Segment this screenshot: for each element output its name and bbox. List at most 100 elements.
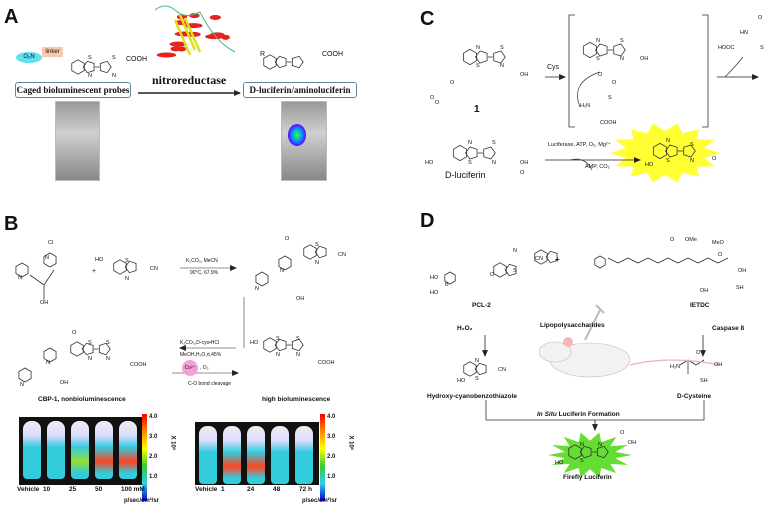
atom-label: CN	[338, 252, 346, 258]
thiazole-ring	[83, 61, 94, 72]
benzo-ring	[71, 342, 83, 356]
atom-label: S	[125, 258, 129, 264]
thiazole-ring	[596, 44, 608, 56]
pyridine-ring	[256, 272, 268, 286]
atom-label: S	[112, 55, 116, 61]
sample-label: 50	[95, 486, 102, 493]
atom-label: HO	[457, 378, 465, 384]
thiazole-ring	[275, 56, 286, 67]
benzo-ring	[453, 145, 466, 160]
arrow-head	[230, 266, 236, 271]
thiazoline-ring	[614, 44, 626, 56]
atom-label: S	[468, 160, 472, 166]
byproducts-label: AMP, CO₂	[585, 164, 610, 170]
atom-label: N	[315, 260, 319, 266]
atom-label: OH	[520, 72, 528, 78]
atom-label: O	[450, 80, 454, 86]
atom-label: HO	[250, 340, 258, 346]
sample-label: 48	[273, 486, 280, 493]
cooh-label: COOH	[322, 51, 343, 58]
atom-label: CN	[150, 266, 158, 272]
nitroreductase-label: nitroreductase	[152, 73, 226, 88]
atom-label: N	[106, 356, 110, 362]
mouse-ear	[563, 337, 573, 347]
atom-label: HO	[645, 162, 653, 168]
lps-label: Lipopolysaccharides	[540, 322, 605, 329]
atom-label: N	[500, 63, 504, 69]
reagent1-line1: K₂CO₃, MeCN	[186, 258, 218, 264]
atom-label: N	[255, 286, 259, 292]
atom-label: H₂N	[580, 103, 590, 109]
atom-label: N	[88, 356, 92, 362]
atom-label: S	[760, 45, 764, 51]
thiazoline-ring	[100, 61, 111, 72]
atom-label: N	[598, 442, 602, 448]
colorbar-tick: 4.0	[149, 414, 157, 420]
atom-label: HOOC	[718, 45, 735, 51]
linker-group: linker	[42, 47, 63, 57]
yellow-glow	[610, 124, 720, 183]
thiazoline-ring	[484, 147, 496, 159]
ivis-images-dose	[19, 417, 142, 485]
atom-label: SH	[700, 378, 708, 384]
r-label: R	[260, 51, 265, 58]
atom-label: N	[296, 352, 300, 358]
mouse-image-glowing	[281, 101, 327, 181]
atom-label: SH	[736, 285, 744, 291]
bond-line	[30, 275, 44, 285]
atom-label: N	[276, 352, 280, 358]
atom-label: N	[596, 38, 600, 44]
atom-label: S	[580, 458, 584, 464]
high-bioluminescence-label: high bioluminescence	[262, 396, 330, 403]
reagent2-line1: K₂CO₃,D-cys•HCl	[180, 340, 219, 346]
mouse-signal	[295, 426, 313, 484]
atom-label: S	[666, 158, 670, 164]
benzo-ring	[583, 42, 596, 57]
benzyl-ring	[595, 256, 605, 268]
atom-label: N	[513, 248, 517, 254]
peptide-backbone	[608, 258, 728, 263]
sample-label: Vehicle	[195, 486, 217, 493]
arrow-head	[559, 75, 565, 80]
atom-label: HO	[95, 257, 103, 263]
thiazole-ring	[315, 246, 326, 257]
atom-label: N	[580, 442, 584, 448]
dluciferin-label: D-luciferin	[445, 170, 486, 180]
atom-label: O	[758, 15, 762, 21]
atom-label: O	[696, 350, 700, 356]
green-glow	[548, 432, 632, 477]
units-right: p/sec/cm²/sr	[302, 498, 337, 504]
panel-d-label: D	[420, 210, 434, 233]
arrow-head	[232, 371, 238, 376]
thiazoline-ring	[292, 56, 303, 67]
atom-label: O	[712, 156, 716, 162]
thiazole-ring	[466, 147, 478, 159]
colorbar-unit-left: X 10⁶	[170, 435, 176, 450]
atom-label: O	[598, 72, 602, 78]
in-situ-emphasis: In Situ	[537, 411, 557, 418]
atom-label: COOH	[318, 360, 335, 366]
benzo-ring	[463, 49, 476, 64]
atom-label: O	[620, 430, 624, 436]
thiazoline-ring	[494, 51, 506, 63]
atom-label: N	[492, 160, 496, 166]
h2o2-label: H₂O₂	[457, 325, 473, 332]
thiazole-ring	[476, 51, 488, 63]
atom-label: O	[430, 95, 434, 101]
colorbar-tick: 1.0	[149, 474, 157, 480]
atom-label: O	[520, 170, 524, 176]
ivis-images-time	[195, 422, 319, 485]
reagent2-line2: MeOH,H₂O,rt,45%	[180, 352, 221, 358]
pyridine-ring	[19, 368, 31, 382]
mouse-signal	[271, 426, 289, 484]
atom-label: S	[500, 45, 504, 51]
arrow-head	[234, 91, 240, 96]
atom-label: O	[490, 272, 494, 278]
atom-label: OH	[714, 362, 722, 368]
atom-label: N	[280, 268, 284, 274]
colorbar-tick: 3.0	[327, 434, 335, 440]
atom-label: S	[315, 242, 319, 248]
atom-label: OH	[520, 160, 528, 166]
cobalt-ion: Co²⁺	[182, 360, 198, 376]
caspase-label: Caspase 8	[712, 325, 744, 332]
